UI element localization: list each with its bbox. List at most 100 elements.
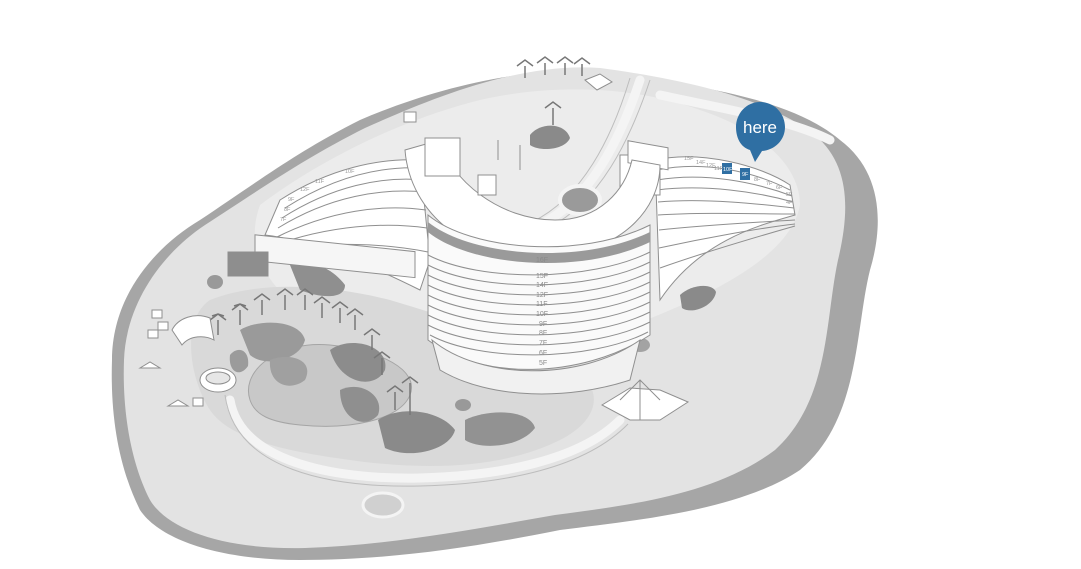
- palm-tree: [386, 385, 404, 410]
- tower-floor-label: 16F: [536, 257, 548, 264]
- east-wing-floor-labels: 15F 14F 12F 11F 8F 7F 6F 5F 4F: [684, 156, 793, 206]
- tower-floor-label: 8F: [539, 330, 547, 337]
- rock-north: [530, 125, 570, 150]
- highlighted-room-9f-label: 9F: [742, 172, 749, 178]
- here-marker[interactable]: here: [736, 102, 785, 162]
- garden-building: [403, 111, 417, 123]
- road-edges: [224, 77, 651, 487]
- east-wing-floor-label: 6F: [776, 185, 783, 191]
- palm-tree: [363, 328, 381, 350]
- here-marker-label: here: [743, 118, 777, 137]
- tower-floor-label: 5F: [539, 360, 547, 367]
- east-wing-floor-label: 5F: [786, 192, 793, 198]
- tower-floor-line: [427, 251, 651, 276]
- road-north: [535, 75, 645, 230]
- east-wing-floor-label: 14F: [696, 160, 706, 166]
- palm-tree: [346, 308, 364, 330]
- rock-east: [680, 285, 716, 311]
- central-tower: [404, 137, 661, 395]
- tower-floor-line: [427, 281, 651, 306]
- road-edge-3: [224, 394, 629, 487]
- small-rock: [207, 275, 223, 289]
- palm-tree: [573, 57, 591, 76]
- roundabout: [558, 184, 602, 216]
- east-wing-tier: [656, 187, 794, 203]
- cabana: [157, 321, 169, 331]
- tower-band-dark: [428, 222, 650, 264]
- palm-tree: [536, 56, 554, 75]
- palm-tree: [401, 376, 419, 415]
- rock-garden-3: [330, 342, 386, 382]
- west-wing-tier: [281, 178, 425, 219]
- palm-tree: [331, 301, 349, 323]
- round-pool-inner: [205, 371, 231, 385]
- tower-rooftop-unit: [477, 174, 497, 196]
- east-wing-floor-label: 15F: [684, 156, 694, 162]
- pond-small: [361, 491, 405, 519]
- highlighted-room-10f-label: 10F: [723, 167, 733, 173]
- rock-west: [290, 262, 345, 297]
- east-wing-floor-label: 8F: [754, 177, 761, 183]
- west-wing-floor-label: 7F: [280, 217, 287, 223]
- here-marker-bubble[interactable]: [736, 102, 785, 162]
- tower-floor-label: 11F: [536, 301, 548, 308]
- tower-floor-line: [427, 261, 651, 286]
- east-wing-floor-label: 11F: [714, 166, 724, 172]
- tower-rooftop-box: [424, 137, 461, 177]
- tower-floor-label: 15F: [536, 273, 548, 280]
- tower-floor-label: 7F: [539, 340, 547, 347]
- tower-floor-label: 10F: [536, 311, 548, 318]
- tower-floor-labels: 16F 15F 14F 12F 11F 10F 9F 8F 7F 6F 5F: [536, 257, 548, 367]
- cabana: [192, 397, 204, 407]
- west-wing-floor-label: 9F: [288, 197, 295, 203]
- palm-tree: [276, 288, 294, 310]
- palm-tree: [373, 351, 391, 375]
- road-loop: [225, 395, 625, 483]
- rock-garden-1: [240, 322, 305, 362]
- east-wing-tier: [659, 225, 796, 269]
- east-wing-tier: [657, 212, 796, 216]
- highlighted-room-9f: [740, 168, 750, 180]
- west-wing-floor-label: 8F: [284, 207, 291, 213]
- palm-tree: [516, 59, 534, 78]
- east-wing-floor-label: 12F: [706, 163, 716, 169]
- east-wing-tier: [656, 176, 793, 197]
- east-wing-tier: [657, 200, 795, 209]
- tower-floor-label: 6F: [539, 350, 547, 357]
- palm-tree: [296, 288, 314, 310]
- rock-garden-4: [340, 386, 380, 422]
- cabana: [147, 329, 159, 339]
- tower-base: [431, 338, 641, 395]
- arch-pavilion: [171, 315, 215, 346]
- west-wing-tier: [277, 190, 426, 229]
- highlighted-rooms: 10F 9F: [722, 163, 750, 180]
- tower-floor-line: [427, 311, 651, 336]
- west-wing-tier: [274, 207, 427, 239]
- road-edge-2: [547, 79, 651, 229]
- tower-floor-line: [427, 321, 651, 346]
- west-annex-dark: [227, 251, 269, 277]
- tower-floor-line: [427, 271, 651, 296]
- palm-tree: [313, 296, 331, 318]
- west-wing-floor-label: 10F: [345, 169, 355, 175]
- tower-floor-label: 12F: [536, 292, 548, 299]
- palm-trees: [209, 56, 591, 415]
- east-wing-tier: [658, 223, 796, 249]
- road-edge-1: [531, 77, 631, 223]
- rock-garden-6: [465, 412, 535, 446]
- west-annex: [254, 234, 416, 279]
- tower-floor-line: [427, 291, 651, 316]
- rock-garden-2: [269, 356, 308, 386]
- west-wing: [227, 159, 431, 291]
- east-wing-tier: [658, 219, 796, 231]
- east-wing-floor-label: 4F: [786, 200, 793, 206]
- tower-floor-label: 14F: [536, 282, 548, 289]
- east-wing-body: [654, 156, 796, 302]
- west-wing-floor-label: 12F: [300, 187, 310, 193]
- palm-tree: [253, 293, 271, 315]
- highlighted-room-10f: [722, 163, 732, 174]
- palm-tree: [544, 101, 562, 125]
- west-wing-floor-label: 11F: [315, 179, 325, 185]
- east-wing-floor-label: 7F: [766, 181, 773, 187]
- tower-floor-label: 9F: [539, 321, 547, 328]
